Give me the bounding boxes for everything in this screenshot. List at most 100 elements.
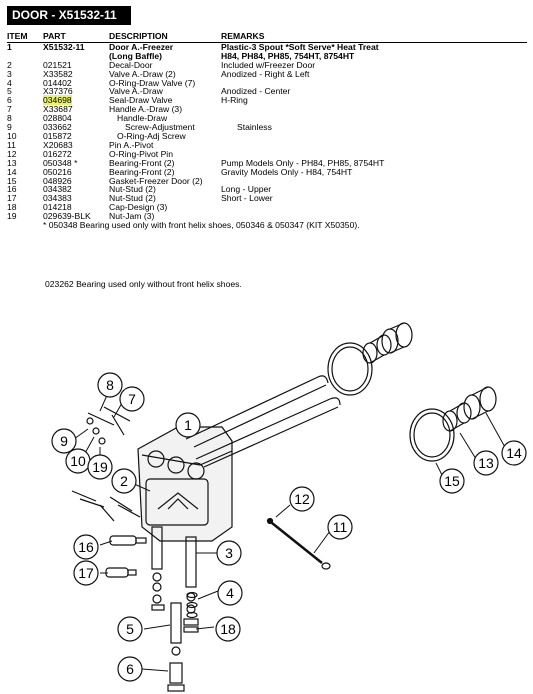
description-cell: Screw-Adjustment — [125, 122, 195, 133]
svg-text:10: 10 — [70, 453, 86, 469]
callout-9: 9 — [51, 428, 77, 454]
remarks-cell — [221, 141, 527, 150]
svg-text:12: 12 — [294, 491, 310, 507]
description-cell: O-Ring-Adj Screw — [117, 130, 186, 141]
part-cell: 034383 — [43, 193, 72, 204]
part-cell: 034382 — [43, 184, 72, 195]
item-cell: 6 — [7, 95, 12, 106]
remarks-cell: Long - Upper — [221, 184, 272, 195]
callout-14: 14 — [501, 440, 527, 466]
description-cell: Pin A.-Pivot — [109, 139, 154, 150]
description-cell: Seal-Draw Valve — [109, 95, 173, 106]
upper-bearing — [362, 322, 413, 364]
draw-valve-side-right — [183, 536, 199, 626]
table-header: ITEM PART DESCRIPTION REMARKS — [7, 32, 527, 43]
description-cell: Bearing-Front (2) — [109, 157, 175, 168]
svg-text:8: 8 — [106, 377, 114, 393]
svg-text:14: 14 — [506, 445, 522, 461]
pivot-pin — [271, 522, 331, 570]
callout-4: 4 — [217, 580, 243, 606]
page-title: DOOR - X51532-11 — [7, 6, 131, 25]
baffle-rods — [185, 375, 341, 468]
item-cell: 13 — [7, 157, 17, 168]
description-cell: Nut-Stud (2) — [109, 193, 156, 204]
callout-12: 12 — [289, 486, 315, 512]
part-cell: X33582 — [43, 68, 73, 79]
part-cell: 048926 — [43, 175, 72, 186]
callout-5: 5 — [117, 616, 143, 642]
svg-text:17: 17 — [78, 565, 94, 581]
item-cell: 17 — [7, 193, 17, 204]
front-bearing-13 — [442, 402, 472, 432]
callout-18: 18 — [215, 616, 241, 642]
callout-2: 2 — [111, 468, 137, 494]
part-cell: 014402 — [43, 77, 72, 88]
part-cell: X37376 — [43, 86, 73, 97]
svg-text:1: 1 — [184, 417, 192, 433]
description-cell: Bearing-Front (2) — [109, 166, 175, 177]
description-cell: O-Ring-Pivot Pin — [109, 148, 173, 159]
svg-text:4: 4 — [226, 585, 234, 601]
callout-8: 8 — [97, 372, 123, 398]
description-cell: Cap-Design (3) — [109, 202, 168, 213]
part-cell: 014218 — [43, 202, 72, 213]
part-cell: 015872 — [43, 130, 72, 141]
description-cell: Nut-Jam (3) — [109, 211, 155, 222]
item-cell: 16 — [7, 184, 17, 195]
table-row: (Long Baffle)H84, PH84, PH85, 754HT, 875… — [7, 50, 527, 61]
draw-valve-center — [170, 602, 182, 656]
stud-nut-short — [105, 567, 137, 578]
part-cell: 050216 — [43, 166, 72, 177]
item-cell: 10 — [7, 130, 17, 141]
remarks-cell: Gravity Models Only - H84, 754HT — [221, 166, 353, 177]
draw-valve-o-rings — [186, 591, 198, 619]
description-cell: Handle-Draw — [117, 113, 168, 124]
part-cell: 050348 * — [43, 157, 78, 168]
item-cell: 9 — [7, 122, 12, 133]
part-cell: X51532-11 — [43, 41, 85, 52]
description-cell: O-Ring-Draw Valve (7) — [109, 77, 196, 88]
draw-valve-side-left — [151, 526, 163, 604]
callout-17: 17 — [73, 560, 99, 586]
header-remarks: REMARKS — [221, 31, 265, 41]
part-cell: 021521 — [43, 59, 72, 70]
exploded-parts-diagram: 1 2 3 4 5 6 7 8 9 10 11 12 13 14 15 16 1… — [51, 322, 527, 692]
item-cell: 12 — [7, 148, 17, 159]
header-description: DESCRIPTION — [109, 31, 168, 41]
gasket-freezer-door — [409, 408, 455, 462]
freezer-door — [137, 426, 233, 542]
callout-1: 1 — [175, 412, 201, 438]
callout-11: 11 — [327, 514, 353, 540]
remarks-cell — [221, 203, 527, 212]
callout-13: 13 — [473, 450, 499, 476]
description-cell: Valve A.-Draw (2) — [109, 68, 176, 79]
remarks-cell: Plastic-3 Spout *Soft Serve* Heat Treat — [221, 41, 379, 52]
draw-valve-seal — [167, 662, 185, 692]
item-cell: 19 — [7, 211, 17, 222]
design-caps — [151, 604, 199, 633]
part-cell: 028804 — [43, 113, 72, 124]
svg-text:15: 15 — [444, 473, 460, 489]
callout-15: 15 — [439, 468, 465, 494]
item-cell: 4 — [7, 77, 12, 88]
description-cell: Valve A.-Draw — [109, 86, 163, 97]
callout-6: 6 — [117, 656, 143, 682]
svg-text:7: 7 — [128, 391, 136, 407]
header-item: ITEM — [7, 31, 28, 41]
svg-text:16: 16 — [78, 539, 94, 555]
bearing-note: 023262 Bearing used only without front h… — [45, 279, 242, 289]
callout-19: 19 — [87, 454, 113, 480]
description-cell: (Long Baffle) — [109, 50, 162, 61]
